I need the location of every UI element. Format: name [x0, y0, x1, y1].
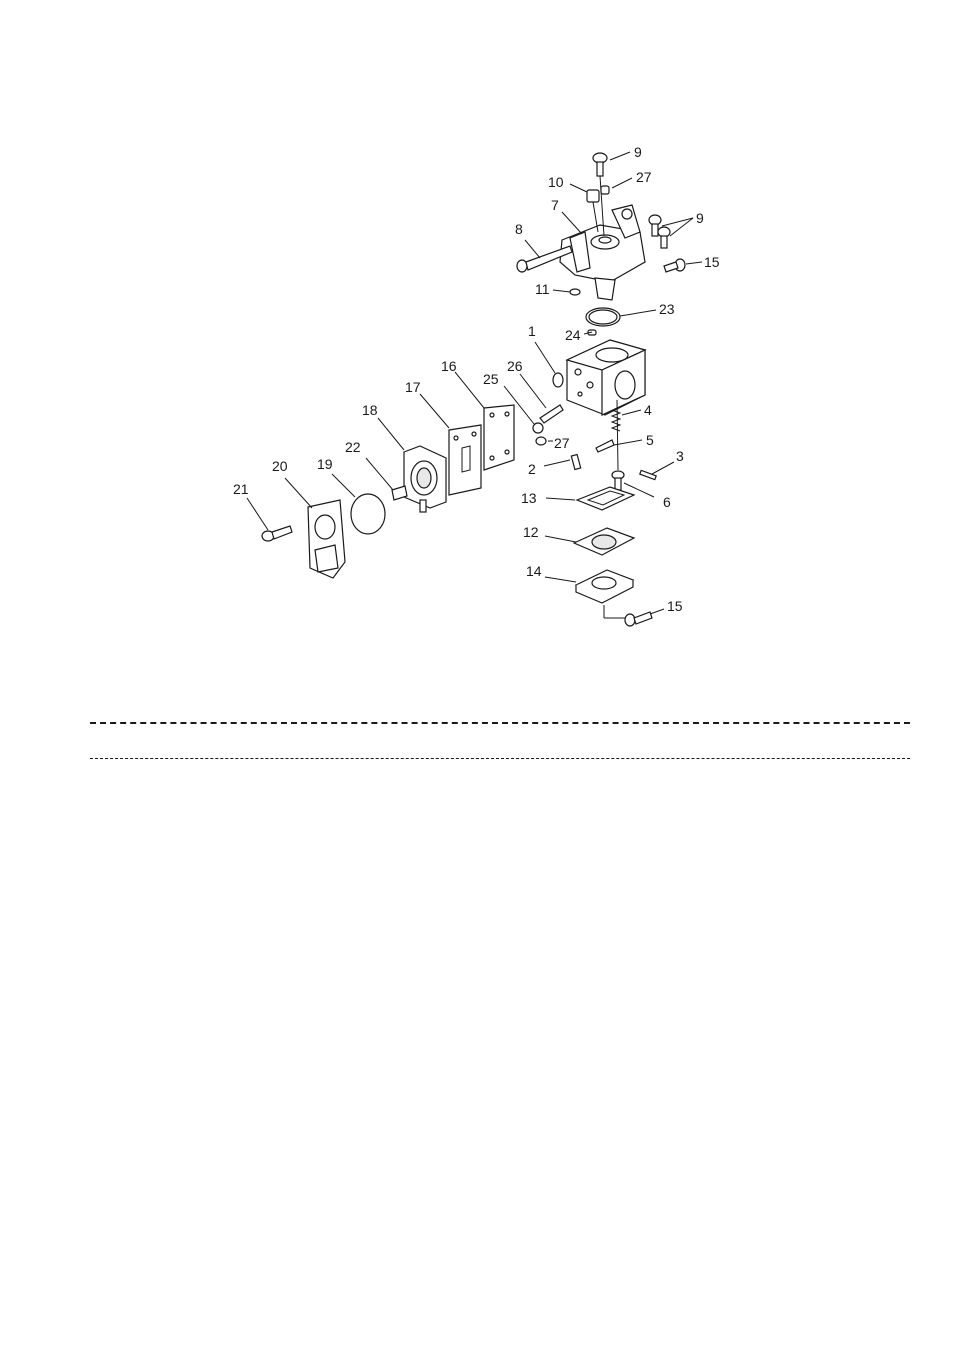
- shaft-3: [640, 470, 656, 479]
- label-13: 13: [521, 490, 537, 506]
- plate-17: [449, 425, 481, 495]
- screw-9-top: [593, 153, 607, 176]
- part-27-top: [601, 186, 609, 194]
- label-16: 16: [441, 358, 457, 374]
- label-17: 17: [405, 379, 421, 395]
- label-11: 11: [535, 281, 550, 297]
- screw-6: [612, 471, 624, 490]
- part-10: [587, 190, 599, 202]
- label-12: 12: [523, 524, 539, 540]
- gasket-16: [484, 405, 514, 470]
- label-7: 7: [551, 197, 559, 213]
- carburetor-body: [567, 340, 645, 415]
- label-23: 23: [659, 301, 675, 317]
- label-15-bottom: 15: [667, 598, 683, 614]
- screw-15-top: [664, 259, 685, 272]
- label-14: 14: [526, 563, 542, 579]
- label-18: 18: [362, 402, 378, 418]
- label-19: 19: [317, 456, 333, 472]
- label-2: 2: [528, 461, 536, 477]
- part-labels: 9 10 27 7 9 8 15 11 23 24 1 26 25 16 17 …: [233, 144, 720, 614]
- primer-bulb-19: [351, 494, 385, 534]
- label-15-top: 15: [704, 254, 720, 270]
- label-6: 6: [663, 494, 671, 510]
- screws-9-right: [649, 215, 670, 248]
- label-9-right: 9: [696, 210, 704, 226]
- carburetor-exploded-diagram: 9 10 27 7 9 8 15 11 23 24 1 26 25 16 17 …: [0, 0, 954, 680]
- label-5: 5: [646, 432, 654, 448]
- dashed-rule-top: [90, 722, 910, 724]
- label-20: 20: [272, 458, 288, 474]
- gasket-13: [577, 487, 634, 510]
- label-27-top: 27: [636, 169, 652, 185]
- part-25: [533, 423, 543, 433]
- label-3: 3: [676, 448, 684, 464]
- label-1: 1: [528, 323, 536, 339]
- screw-15-bottom: [625, 612, 652, 626]
- label-4: 4: [644, 402, 652, 418]
- label-24: 24: [565, 327, 581, 343]
- label-26: 26: [507, 358, 523, 374]
- part-27-mid: [536, 437, 546, 445]
- label-21: 21: [233, 481, 249, 497]
- lever-5: [596, 440, 614, 452]
- part-11: [570, 289, 580, 295]
- plug-1: [553, 373, 563, 387]
- dashed-rule-bottom: [90, 758, 910, 759]
- label-22: 22: [345, 439, 361, 455]
- label-25: 25: [483, 371, 499, 387]
- needle-26: [540, 405, 563, 423]
- label-27-mid: 27: [554, 435, 570, 451]
- spring-4: [612, 410, 620, 431]
- label-8: 8: [515, 221, 523, 237]
- label-9-top: 9: [634, 144, 642, 160]
- pin-2: [571, 454, 580, 469]
- label-10: 10: [548, 174, 564, 190]
